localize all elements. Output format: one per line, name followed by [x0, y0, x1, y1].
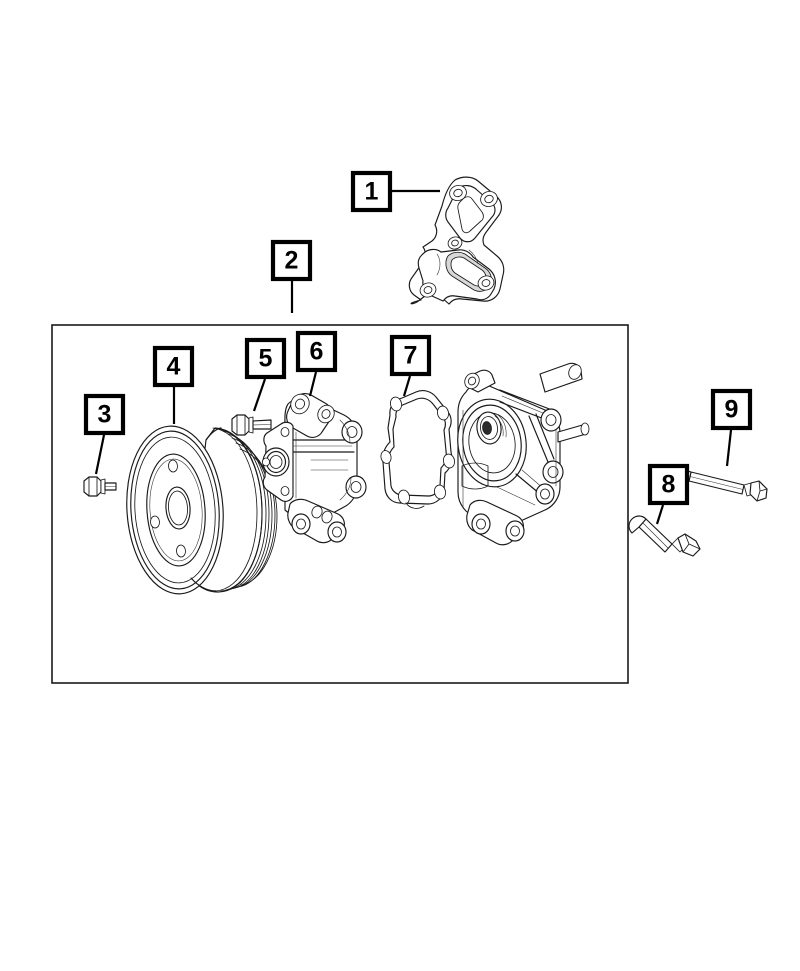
- water-pump-body: [457, 362, 590, 546]
- callout-4-label: 4: [167, 353, 181, 381]
- water-pump-gasket: [380, 390, 455, 509]
- leader-9: [725, 429, 733, 467]
- water-pump-assembly-group-box: [51, 324, 629, 684]
- callout-5-label: 5: [259, 345, 273, 373]
- leader-3: [94, 434, 106, 475]
- callout-2-label: 2: [285, 247, 299, 275]
- water-pump-housing: [261, 393, 367, 544]
- callout-5[interactable]: 5: [244, 337, 287, 380]
- callout-9[interactable]: 9: [710, 388, 753, 431]
- callout-1[interactable]: 1: [350, 170, 393, 213]
- callout-3-label: 3: [98, 401, 112, 429]
- short-mounting-bolt: [628, 515, 701, 557]
- callout-7-label: 7: [404, 342, 418, 370]
- callout-8-label: 8: [662, 471, 676, 499]
- callout-2[interactable]: 2: [270, 239, 313, 282]
- long-mounting-bolt: [676, 470, 768, 502]
- callout-6-label: 6: [310, 338, 324, 366]
- callout-4[interactable]: 4: [152, 345, 195, 388]
- water-pump-pulley: [126, 425, 278, 595]
- callout-6[interactable]: 6: [295, 330, 338, 373]
- housing-bolt: [231, 414, 272, 436]
- callout-1-label: 1: [365, 178, 379, 206]
- callout-8[interactable]: 8: [647, 463, 690, 506]
- callout-7[interactable]: 7: [389, 334, 432, 377]
- callout-9-label: 9: [725, 396, 739, 424]
- leader-6: [308, 371, 318, 397]
- callout-3[interactable]: 3: [83, 393, 126, 436]
- leader-7: [402, 375, 412, 397]
- pulley-bolt: [83, 476, 117, 497]
- leader-5: [252, 378, 267, 412]
- water-pump-mounting-bracket: [408, 176, 505, 305]
- leader-lines: [94, 189, 733, 525]
- leader-8: [655, 504, 665, 525]
